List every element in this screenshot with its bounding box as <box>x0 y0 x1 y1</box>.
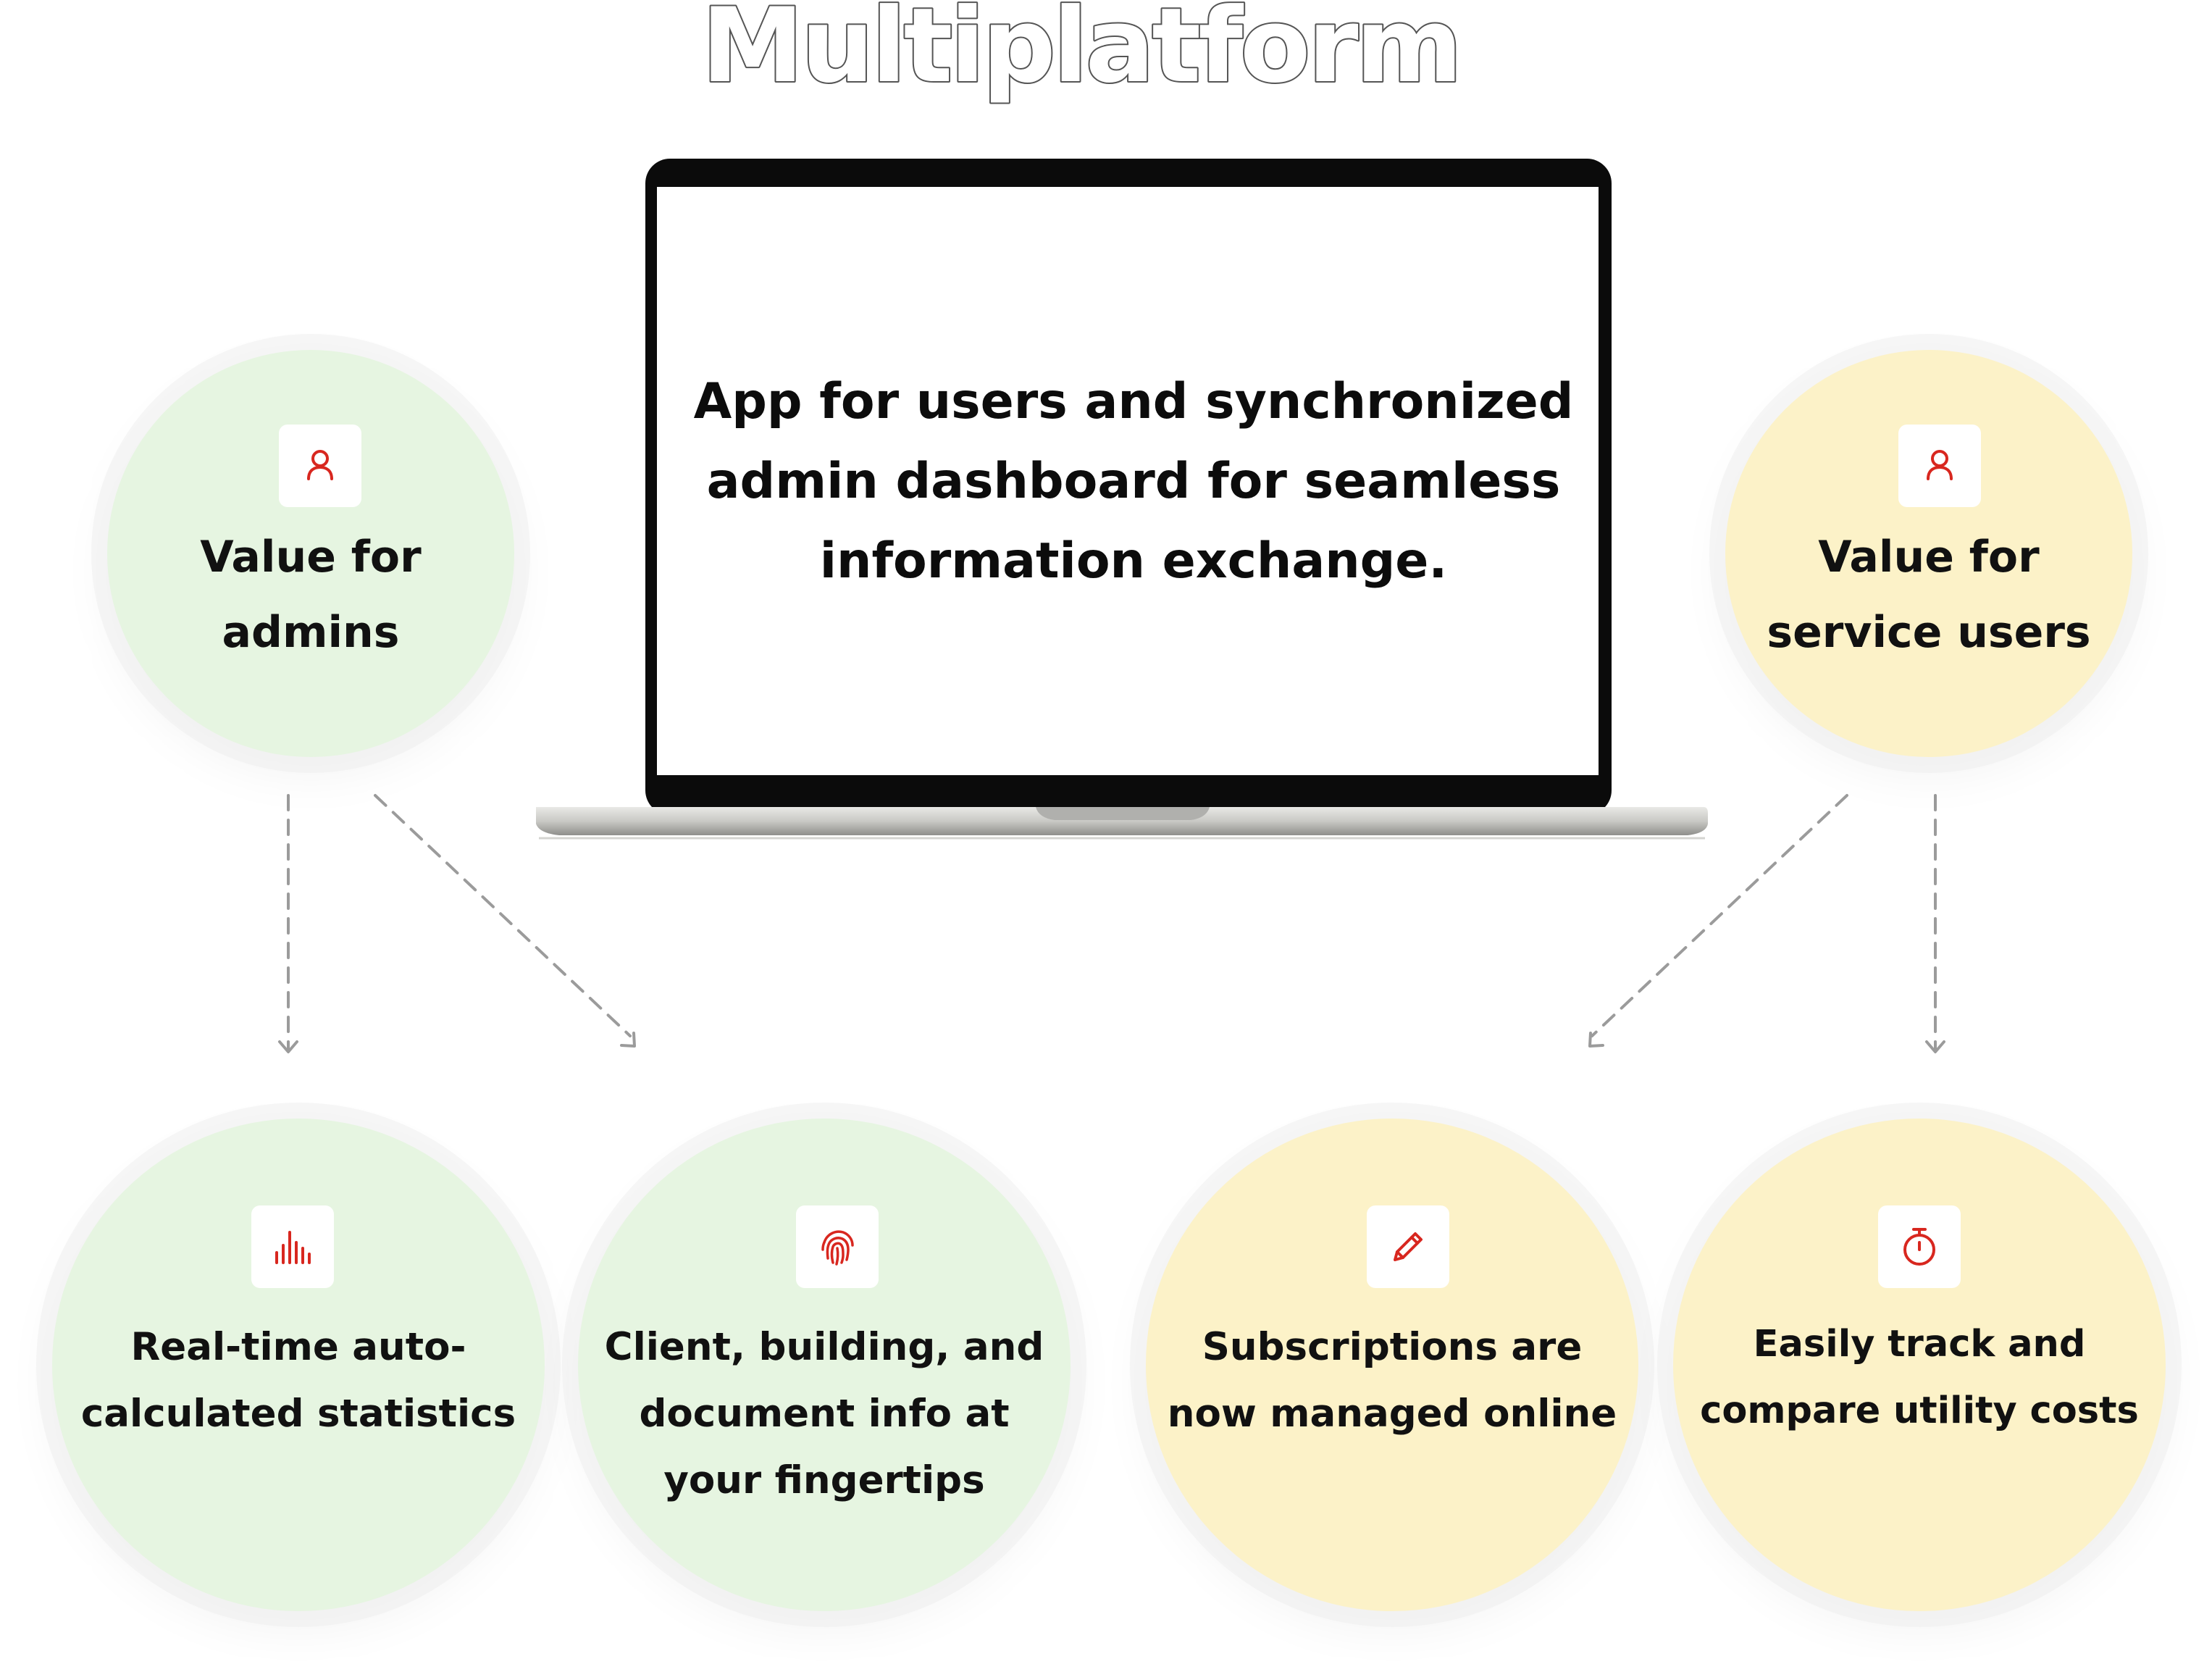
svg-text:Multiplatform: Multiplatform <box>702 0 1460 106</box>
statistics-circle: Real-time auto- calculated statistics <box>52 1119 545 1611</box>
icon-tile <box>279 425 361 507</box>
info-label: Client, building, and document info at y… <box>604 1325 1044 1502</box>
arrowhead <box>278 1040 298 1053</box>
info-circle: Client, building, and document info at y… <box>578 1119 1071 1611</box>
screen-line: App for users and synchronized <box>693 373 1574 430</box>
screen-line: information exchange. <box>819 532 1448 590</box>
subscriptions-circle: Subscriptions are now managed online <box>1146 1119 1638 1611</box>
arrowhead <box>1925 1040 1945 1053</box>
admins-heading: Value for admins <box>200 532 422 658</box>
user-icon <box>307 450 333 480</box>
connector-arrows <box>278 794 1945 1053</box>
arrow-admins-to-info <box>374 794 632 1037</box>
utility-circle: Easily track and compare utility costs <box>1673 1119 2166 1611</box>
subscriptions-label: Subscriptions are now managed online <box>1167 1325 1617 1436</box>
service-users-heading: Value for service users <box>1767 532 2091 658</box>
arrowhead <box>1588 1032 1604 1048</box>
service-users-circle: Value for service users <box>1725 350 2132 757</box>
icon-tile <box>1367 1205 1449 1288</box>
icon-tile <box>1878 1205 1961 1288</box>
arrow-users-to-subscriptions <box>1591 794 1848 1037</box>
fingerprint-icon <box>821 1230 854 1266</box>
laptop-illustration <box>536 159 1708 840</box>
page-title: Multiplatform <box>700 0 1465 107</box>
admins-circle: Value for admins <box>107 350 514 757</box>
laptop-screen-text: App for users and synchronized admin das… <box>663 362 1604 601</box>
icon-tile <box>251 1205 334 1288</box>
icon-tile <box>1898 425 1981 507</box>
bar-chart-icon <box>275 1231 311 1264</box>
stopwatch-icon <box>1903 1228 1935 1266</box>
screen-line: admin dashboard for seamless <box>706 453 1561 510</box>
statistics-label: Real-time auto- calculated statistics <box>80 1325 516 1436</box>
laptop-screen <box>657 187 1599 775</box>
arrowhead <box>620 1032 636 1048</box>
utility-label: Easily track and compare utility costs <box>1700 1323 2139 1432</box>
pencil-icon <box>1394 1232 1423 1261</box>
user-icon <box>1927 450 1953 480</box>
laptop-base <box>536 807 1708 835</box>
icon-tile <box>796 1205 879 1288</box>
